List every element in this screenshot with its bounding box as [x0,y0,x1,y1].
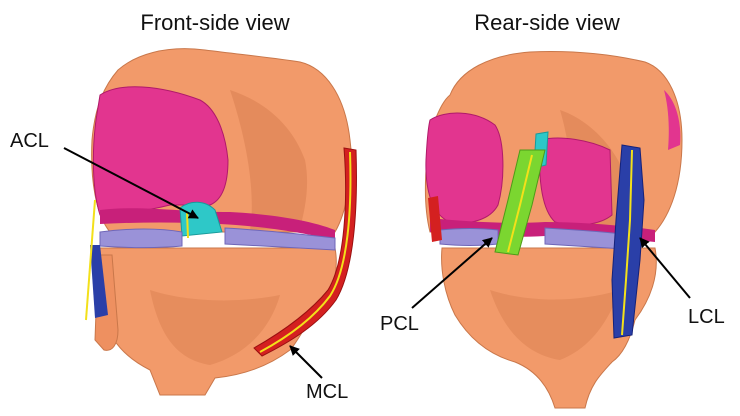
front-view-title: Front-side view [140,10,289,35]
lcl-label: LCL [688,306,725,328]
rear-meniscus-left [440,229,498,246]
pcl-label: PCL [380,313,419,335]
acl-label: ACL [10,130,49,152]
rear-view: Rear-side view PCL LCL [380,10,725,408]
front-view: Front-side view ACL MCL [10,10,356,403]
mcl-label: MCL [306,381,348,403]
front-femoral-cartilage [93,87,228,215]
rear-condyle-cartilage-right [540,138,612,225]
front-meniscus-medial [100,229,182,248]
front-acl-fiber [187,212,188,238]
mcl-arrow [290,346,322,378]
rear-view-title: Rear-side view [474,10,620,35]
